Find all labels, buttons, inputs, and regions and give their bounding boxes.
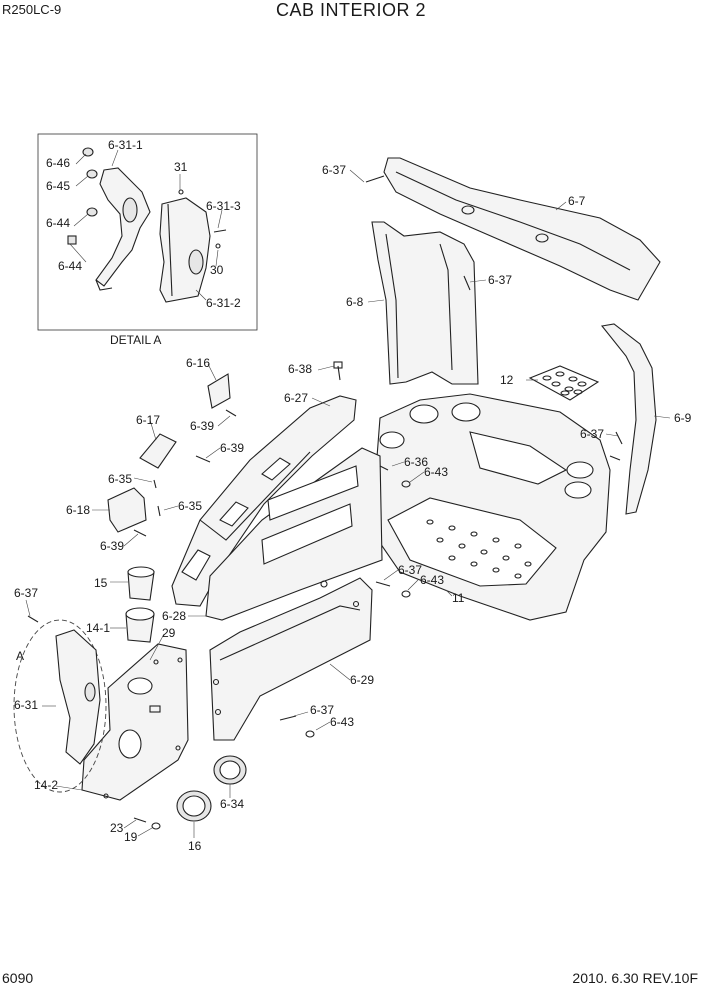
callout-labels: 6-46 6-31-1 6-45 31 6-31-3 6-44 6-44 30 … [14, 138, 692, 853]
part-6-29-panel [209, 577, 373, 741]
leader-lines [25, 149, 671, 838]
part-11-floor-tray [375, 393, 611, 621]
callout-6-29: 6-29 [350, 673, 374, 687]
callout-6-35-a: 6-35 [108, 472, 132, 486]
callout-14-2: 14-2 [34, 778, 58, 792]
callout-19: 19 [124, 830, 138, 844]
part-6-28-panel [205, 447, 383, 621]
callout-14-1: 14-1 [86, 621, 110, 635]
callout-6-38: 6-38 [288, 362, 312, 376]
callout-6-35-b: 6-35 [178, 499, 202, 513]
detail-bracket-6-31-1 [95, 167, 151, 291]
detail-a-marker-ellipse [13, 619, 107, 793]
callout-16: 16 [188, 839, 202, 853]
callout-6-27: 6-27 [284, 391, 308, 405]
callout-29: 29 [162, 626, 176, 640]
callout-6-18: 6-18 [66, 503, 90, 517]
callout-6-28: 6-28 [162, 609, 186, 623]
callout-6-31-1: 6-31-1 [108, 138, 143, 152]
callout-6-31-3: 6-31-3 [206, 199, 241, 213]
part-14-2-panel [81, 643, 189, 801]
callout-6-36: 6-36 [404, 455, 428, 469]
callout-6-37-floor: 6-37 [398, 563, 422, 577]
part-6-34-bezel [213, 755, 247, 785]
callout-6-39-a: 6-39 [190, 419, 214, 433]
callout-30: 30 [210, 263, 224, 277]
callout-6-43-b: 6-43 [420, 573, 444, 587]
callout-23: 23 [110, 821, 124, 835]
callout-6-44-b: 6-44 [58, 259, 82, 273]
part-6-18-bracket [107, 487, 147, 533]
detail-a-marker: A [16, 649, 24, 663]
fasteners [27, 175, 623, 830]
callout-6-37-top: 6-37 [322, 163, 346, 177]
callout-6-45: 6-45 [46, 179, 70, 193]
part-16-bezel [176, 790, 212, 822]
callout-12: 12 [500, 373, 514, 387]
part-6-17-bracket [139, 433, 177, 469]
part-15-cup [127, 566, 155, 601]
detail-a-frame [37, 133, 258, 331]
callout-6-7: 6-7 [568, 194, 586, 208]
callout-6-43-c: 6-43 [330, 715, 354, 729]
callout-6-39-c: 6-39 [100, 539, 124, 553]
detail-a-caption: DETAIL A [110, 333, 161, 347]
callout-6-46: 6-46 [46, 156, 70, 170]
model-name: R250LC-9 [2, 2, 62, 17]
callout-6-17: 6-17 [136, 413, 160, 427]
callout-6-37-right: 6-37 [580, 427, 604, 441]
revision-date: 2010. 6.30 REV.10F [572, 970, 698, 986]
part-6-27-console [171, 395, 357, 607]
page-number: 6090 [2, 970, 34, 986]
part-6-16-bracket [207, 373, 231, 409]
part-6-7-rail [383, 157, 661, 301]
part-6-8-pillar [371, 221, 479, 385]
part-6-9-trim [600, 323, 657, 515]
part-14-1-cup [125, 607, 155, 643]
callout-6-37-mid: 6-37 [488, 273, 512, 287]
detail-small-parts [67, 147, 227, 249]
part-6-31-bracket [55, 629, 101, 765]
callout-31: 31 [174, 160, 188, 174]
callout-6-39-b: 6-39 [220, 441, 244, 455]
callout-6-16: 6-16 [186, 356, 210, 370]
detail-panel-6-31-2 [159, 197, 211, 303]
callout-6-34: 6-34 [220, 797, 244, 811]
callout-6-37-left: 6-37 [14, 586, 38, 600]
part-12-mat [528, 365, 600, 401]
page-title: CAB INTERIOR 2 [275, 0, 427, 20]
callout-6-37-low: 6-37 [310, 703, 334, 717]
callout-15: 15 [94, 576, 108, 590]
callout-6-43-a: 6-43 [424, 465, 448, 479]
callout-6-8: 6-8 [346, 295, 364, 309]
callout-6-31: 6-31 [14, 698, 38, 712]
callout-6-31-2: 6-31-2 [206, 296, 241, 310]
callout-11: 11 [452, 591, 465, 605]
callout-6-44-a: 6-44 [46, 216, 70, 230]
callout-6-9: 6-9 [674, 411, 692, 425]
